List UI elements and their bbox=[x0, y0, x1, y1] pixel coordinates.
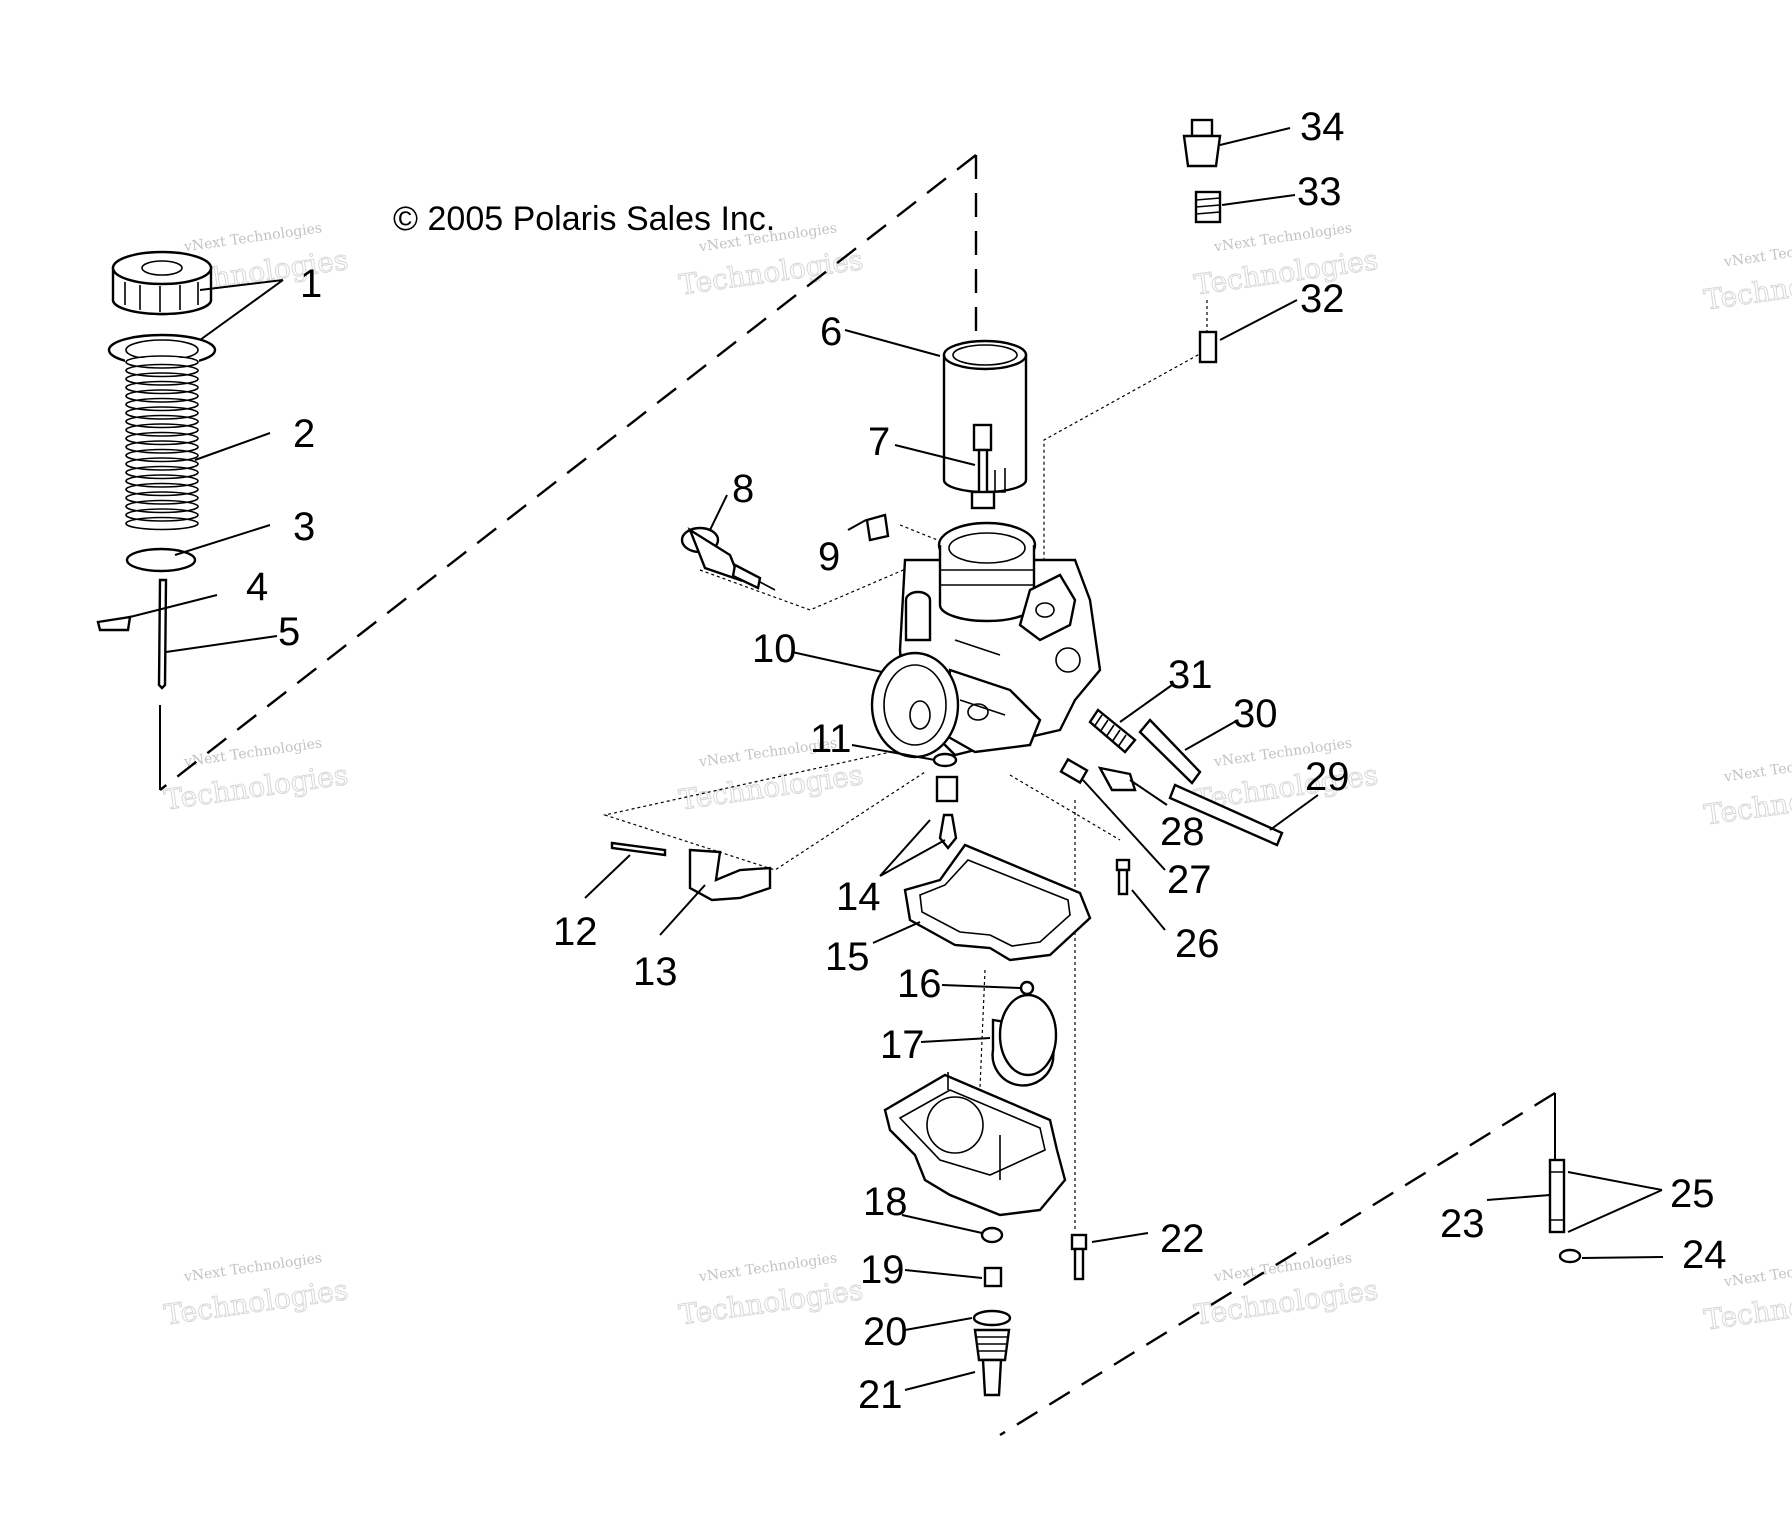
part-drain-plug bbox=[973, 1328, 1011, 1397]
part-shaft-29 bbox=[1168, 783, 1284, 847]
part-fitting-32 bbox=[1198, 330, 1218, 364]
callout-19: 19 bbox=[860, 1248, 905, 1292]
callout-30: 30 bbox=[1233, 692, 1278, 736]
part-float-arm bbox=[688, 848, 772, 902]
part-o-ring bbox=[972, 1309, 1012, 1327]
part-washer-11 bbox=[932, 752, 958, 768]
callout-8: 8 bbox=[732, 467, 754, 511]
part-valve-23 bbox=[1548, 1158, 1566, 1234]
part-float bbox=[991, 993, 1058, 1087]
callout-32: 32 bbox=[1300, 277, 1345, 321]
part-washer-18 bbox=[980, 1226, 1004, 1244]
callout-15: 15 bbox=[825, 935, 870, 979]
callout-6: 6 bbox=[820, 310, 842, 354]
callout-7: 7 bbox=[868, 420, 890, 464]
part-spring-31 bbox=[1088, 708, 1137, 754]
callout-33: 33 bbox=[1297, 170, 1342, 214]
callout-4: 4 bbox=[246, 565, 268, 609]
part-idle-screw-30 bbox=[1138, 718, 1202, 785]
part-float-cap bbox=[1019, 980, 1035, 996]
callout-34: 34 bbox=[1300, 105, 1345, 149]
part-choke-plunger bbox=[680, 526, 776, 591]
callout-labels: 1 2 3 4 5 6 7 8 9 10 11 12 13 14 15 16 1… bbox=[246, 105, 1727, 1417]
callout-22: 22 bbox=[1160, 1217, 1205, 1261]
callout-9: 9 bbox=[818, 535, 840, 579]
part-spring bbox=[125, 355, 199, 531]
callout-18: 18 bbox=[863, 1180, 908, 1224]
part-adjust-screw bbox=[970, 423, 996, 510]
callout-28: 28 bbox=[1160, 810, 1205, 854]
part-needle bbox=[157, 578, 168, 690]
callout-25: 25 bbox=[1670, 1172, 1715, 1216]
callout-24: 24 bbox=[1682, 1233, 1727, 1277]
part-e-clip bbox=[96, 615, 132, 632]
callout-16: 16 bbox=[897, 962, 942, 1006]
part-spring-27 bbox=[1059, 757, 1089, 785]
part-pilot-jet-26 bbox=[1115, 858, 1131, 896]
part-screw-28 bbox=[1097, 766, 1137, 792]
callout-26: 26 bbox=[1175, 922, 1220, 966]
callout-29: 29 bbox=[1305, 755, 1350, 799]
watermark-text: vNext Technologies bbox=[1722, 750, 1792, 785]
callout-11: 11 bbox=[810, 717, 852, 761]
callout-14: 14 bbox=[836, 875, 881, 919]
watermark-text: vNext Technologies bbox=[1722, 1255, 1792, 1290]
part-drain-jet bbox=[983, 1266, 1003, 1288]
part-bowl-screw bbox=[1070, 1233, 1088, 1281]
callout-17: 17 bbox=[880, 1023, 925, 1067]
callout-2: 2 bbox=[293, 412, 315, 456]
callout-13: 13 bbox=[633, 950, 678, 994]
parts-drawing bbox=[96, 118, 1582, 1397]
callout-27: 27 bbox=[1167, 858, 1212, 902]
part-carburetor-body bbox=[870, 521, 1102, 759]
assembly-guide-lines bbox=[159, 154, 1556, 1437]
part-throttle-slide bbox=[942, 339, 1028, 494]
copyright-text: © 2005 Polaris Sales Inc. bbox=[393, 200, 775, 238]
callout-23: 23 bbox=[1440, 1202, 1485, 1246]
part-plug bbox=[865, 513, 890, 542]
callout-12: 12 bbox=[553, 910, 598, 954]
part-spring-33 bbox=[1194, 190, 1222, 224]
callout-3: 3 bbox=[293, 505, 315, 549]
part-cap-34 bbox=[1182, 118, 1222, 168]
callout-21: 21 bbox=[858, 1373, 903, 1417]
part-gasket bbox=[903, 843, 1092, 962]
callout-10: 10 bbox=[752, 627, 797, 671]
callout-31: 31 bbox=[1168, 653, 1213, 697]
watermark-text: vNext Technologies bbox=[1722, 235, 1792, 270]
callout-20: 20 bbox=[863, 1310, 908, 1354]
callout-5: 5 bbox=[278, 610, 300, 654]
part-float-pin bbox=[610, 841, 667, 857]
part-needle-valve bbox=[935, 775, 959, 850]
callout-1: 1 bbox=[300, 262, 322, 306]
part-cap bbox=[107, 250, 217, 367]
leader-lines bbox=[129, 127, 1664, 1391]
part-float-bowl bbox=[883, 1072, 1067, 1217]
part-cap-24 bbox=[1558, 1248, 1582, 1264]
